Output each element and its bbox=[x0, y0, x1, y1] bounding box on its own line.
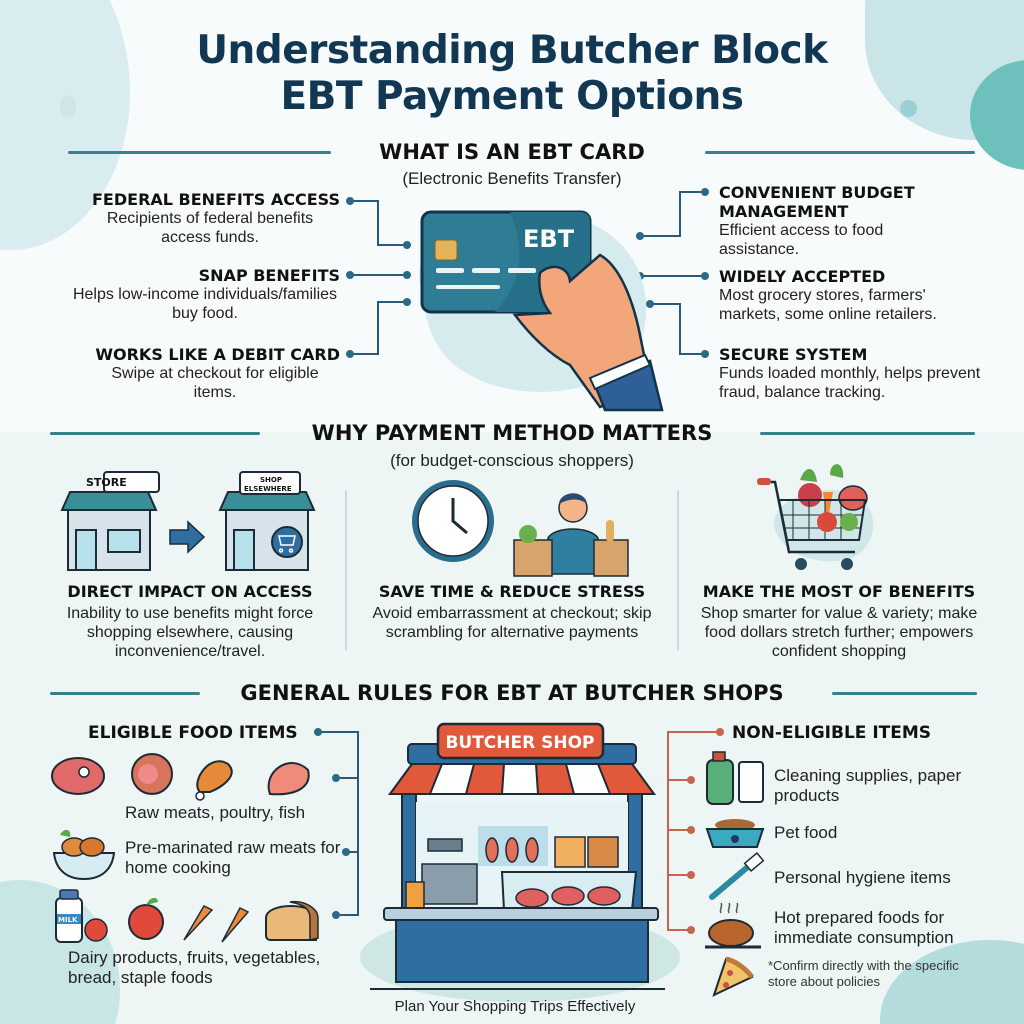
divider-rule bbox=[68, 151, 331, 154]
section-subheading-why: (for budget-conscious shoppers) bbox=[390, 451, 634, 470]
feature-secure-system: SECURE SYSTEM Funds loaded monthly, help… bbox=[719, 345, 1009, 402]
section-heading-ebt: WHAT IS AN EBT CARD bbox=[379, 140, 645, 164]
feature-title: CONVENIENT BUDGET MANAGEMENT bbox=[719, 183, 915, 221]
non-eligible-item-hygiene: Personal hygiene items bbox=[774, 868, 951, 887]
feature-desc: Funds loaded monthly, helps prevent frau… bbox=[719, 365, 981, 401]
policy-note: *Confirm directly with the specific stor… bbox=[768, 958, 959, 989]
feature-debit-card: WORKS LIKE A DEBIT CARD Swipe at checkou… bbox=[40, 345, 340, 402]
non-eligible-item-cleaning: Cleaning supplies, paper products bbox=[774, 766, 962, 805]
column-divider bbox=[345, 490, 347, 650]
column-save-time: SAVE TIME & REDUCE STRESS Avoid embarras… bbox=[362, 582, 662, 642]
feature-title: SNAP BENEFITS bbox=[198, 266, 340, 285]
eligible-item-raw-meats: Raw meats, poultry, fish bbox=[125, 803, 306, 822]
page-title: Understanding Butcher Block EBT Payment … bbox=[0, 28, 1024, 120]
title-line-1: Understanding Butcher Block bbox=[196, 28, 828, 73]
feature-title: FEDERAL BENEFITS ACCESS bbox=[92, 190, 340, 209]
feature-title: SECURE SYSTEM bbox=[719, 345, 868, 364]
pet-food-bowl-icon bbox=[705, 819, 765, 848]
column-desc: Shop smarter for value & variety; make f… bbox=[700, 605, 978, 660]
section-subheading-ebt: (Electronic Benefits Transfer) bbox=[402, 169, 622, 188]
ebt-card-hand-illustration: EBT bbox=[419, 210, 664, 412]
store-sign: STORE bbox=[86, 476, 127, 489]
toothbrush-icon bbox=[709, 851, 765, 900]
marinated-meat-bowl-icon bbox=[52, 829, 116, 881]
non-eligible-items-title: NON-ELIGIBLE ITEMS bbox=[732, 723, 932, 743]
svg-text:SHOP: SHOP bbox=[260, 476, 282, 484]
divider-rule bbox=[50, 432, 260, 435]
feature-snap-benefits: SNAP BENEFITS Helps low-income individua… bbox=[40, 266, 340, 323]
feature-desc: Helps low-income individuals/families bu… bbox=[72, 286, 338, 322]
decor-dot bbox=[900, 100, 917, 117]
section-heading-rules: GENERAL RULES FOR EBT AT BUTCHER SHOPS bbox=[240, 681, 784, 705]
column-title: SAVE TIME & REDUCE STRESS bbox=[378, 582, 646, 601]
feature-title: WIDELY ACCEPTED bbox=[719, 267, 886, 286]
eligible-item-dairy-produce: Dairy products, fruits, vegetables, brea… bbox=[68, 948, 321, 987]
column-title: MAKE THE MOST OF BENEFITS bbox=[702, 582, 976, 601]
divider-rule bbox=[760, 432, 975, 435]
divider-rule bbox=[50, 692, 200, 695]
footer-tagline: Plan Your Shopping Trips Effectively bbox=[394, 998, 636, 1015]
feature-desc: Most grocery stores, farmers' markets, s… bbox=[719, 287, 937, 323]
roast-chicken-icon bbox=[705, 902, 761, 949]
svg-text:ELSEWHERE: ELSEWHERE bbox=[244, 485, 292, 493]
feature-federal-benefits: FEDERAL BENEFITS ACCESS Recipients of fe… bbox=[40, 190, 340, 247]
column-desc: Inability to use benefits might force sh… bbox=[66, 605, 314, 660]
connector-lines bbox=[346, 188, 709, 358]
store-to-shop-elsewhere-icon: STORE SHOP ELSEWHERE bbox=[60, 471, 316, 571]
feature-desc: Efficient access to food assistance. bbox=[719, 222, 884, 258]
eligible-item-marinated: Pre-marinated raw meats for home cooking bbox=[125, 838, 341, 877]
divider-rule bbox=[832, 692, 977, 695]
decor-dot bbox=[60, 95, 76, 117]
feature-widely-accepted: WIDELY ACCEPTED Most grocery stores, far… bbox=[719, 267, 1009, 324]
clock-and-shopper-icon bbox=[412, 480, 629, 577]
feature-budget-management: CONVENIENT BUDGET MANAGEMENT Efficient a… bbox=[719, 183, 989, 259]
non-eligible-item-hot-food: Hot prepared foods for immediate consump… bbox=[774, 908, 954, 947]
milk-label: MILK bbox=[58, 916, 78, 924]
feature-title: WORKS LIKE A DEBIT CARD bbox=[95, 345, 340, 364]
column-divider bbox=[677, 490, 679, 650]
feature-desc: Recipients of federal benefits access fu… bbox=[106, 210, 314, 246]
title-line-2: EBT Payment Options bbox=[280, 74, 744, 119]
section-heading-why: WHY PAYMENT METHOD MATTERS bbox=[311, 421, 713, 445]
pizza-slice-icon bbox=[712, 956, 754, 997]
cleaning-supplies-icon bbox=[706, 751, 764, 805]
feature-desc: Swipe at checkout for eligible items. bbox=[111, 365, 319, 401]
dairy-fruit-veg-bread-icons: MILK bbox=[55, 889, 319, 943]
butcher-shop-illustration: BUTCHER SHOP bbox=[360, 722, 680, 1002]
eligible-items-title: ELIGIBLE FOOD ITEMS bbox=[88, 723, 298, 743]
column-make-the-most: MAKE THE MOST OF BENEFITS Shop smarter f… bbox=[684, 582, 994, 661]
grocery-cart-icon bbox=[757, 464, 874, 570]
divider-rule bbox=[705, 151, 975, 154]
column-desc: Avoid embarrassment at checkout; skip sc… bbox=[372, 605, 652, 641]
column-title: DIRECT IMPACT ON ACCESS bbox=[67, 582, 313, 601]
shop-sign: BUTCHER SHOP bbox=[445, 733, 594, 753]
column-direct-impact: DIRECT IMPACT ON ACCESS Inability to use… bbox=[40, 582, 340, 661]
raw-meats-icons bbox=[51, 753, 310, 801]
card-label: EBT bbox=[523, 225, 575, 253]
non-eligible-item-pet-food: Pet food bbox=[774, 823, 838, 842]
